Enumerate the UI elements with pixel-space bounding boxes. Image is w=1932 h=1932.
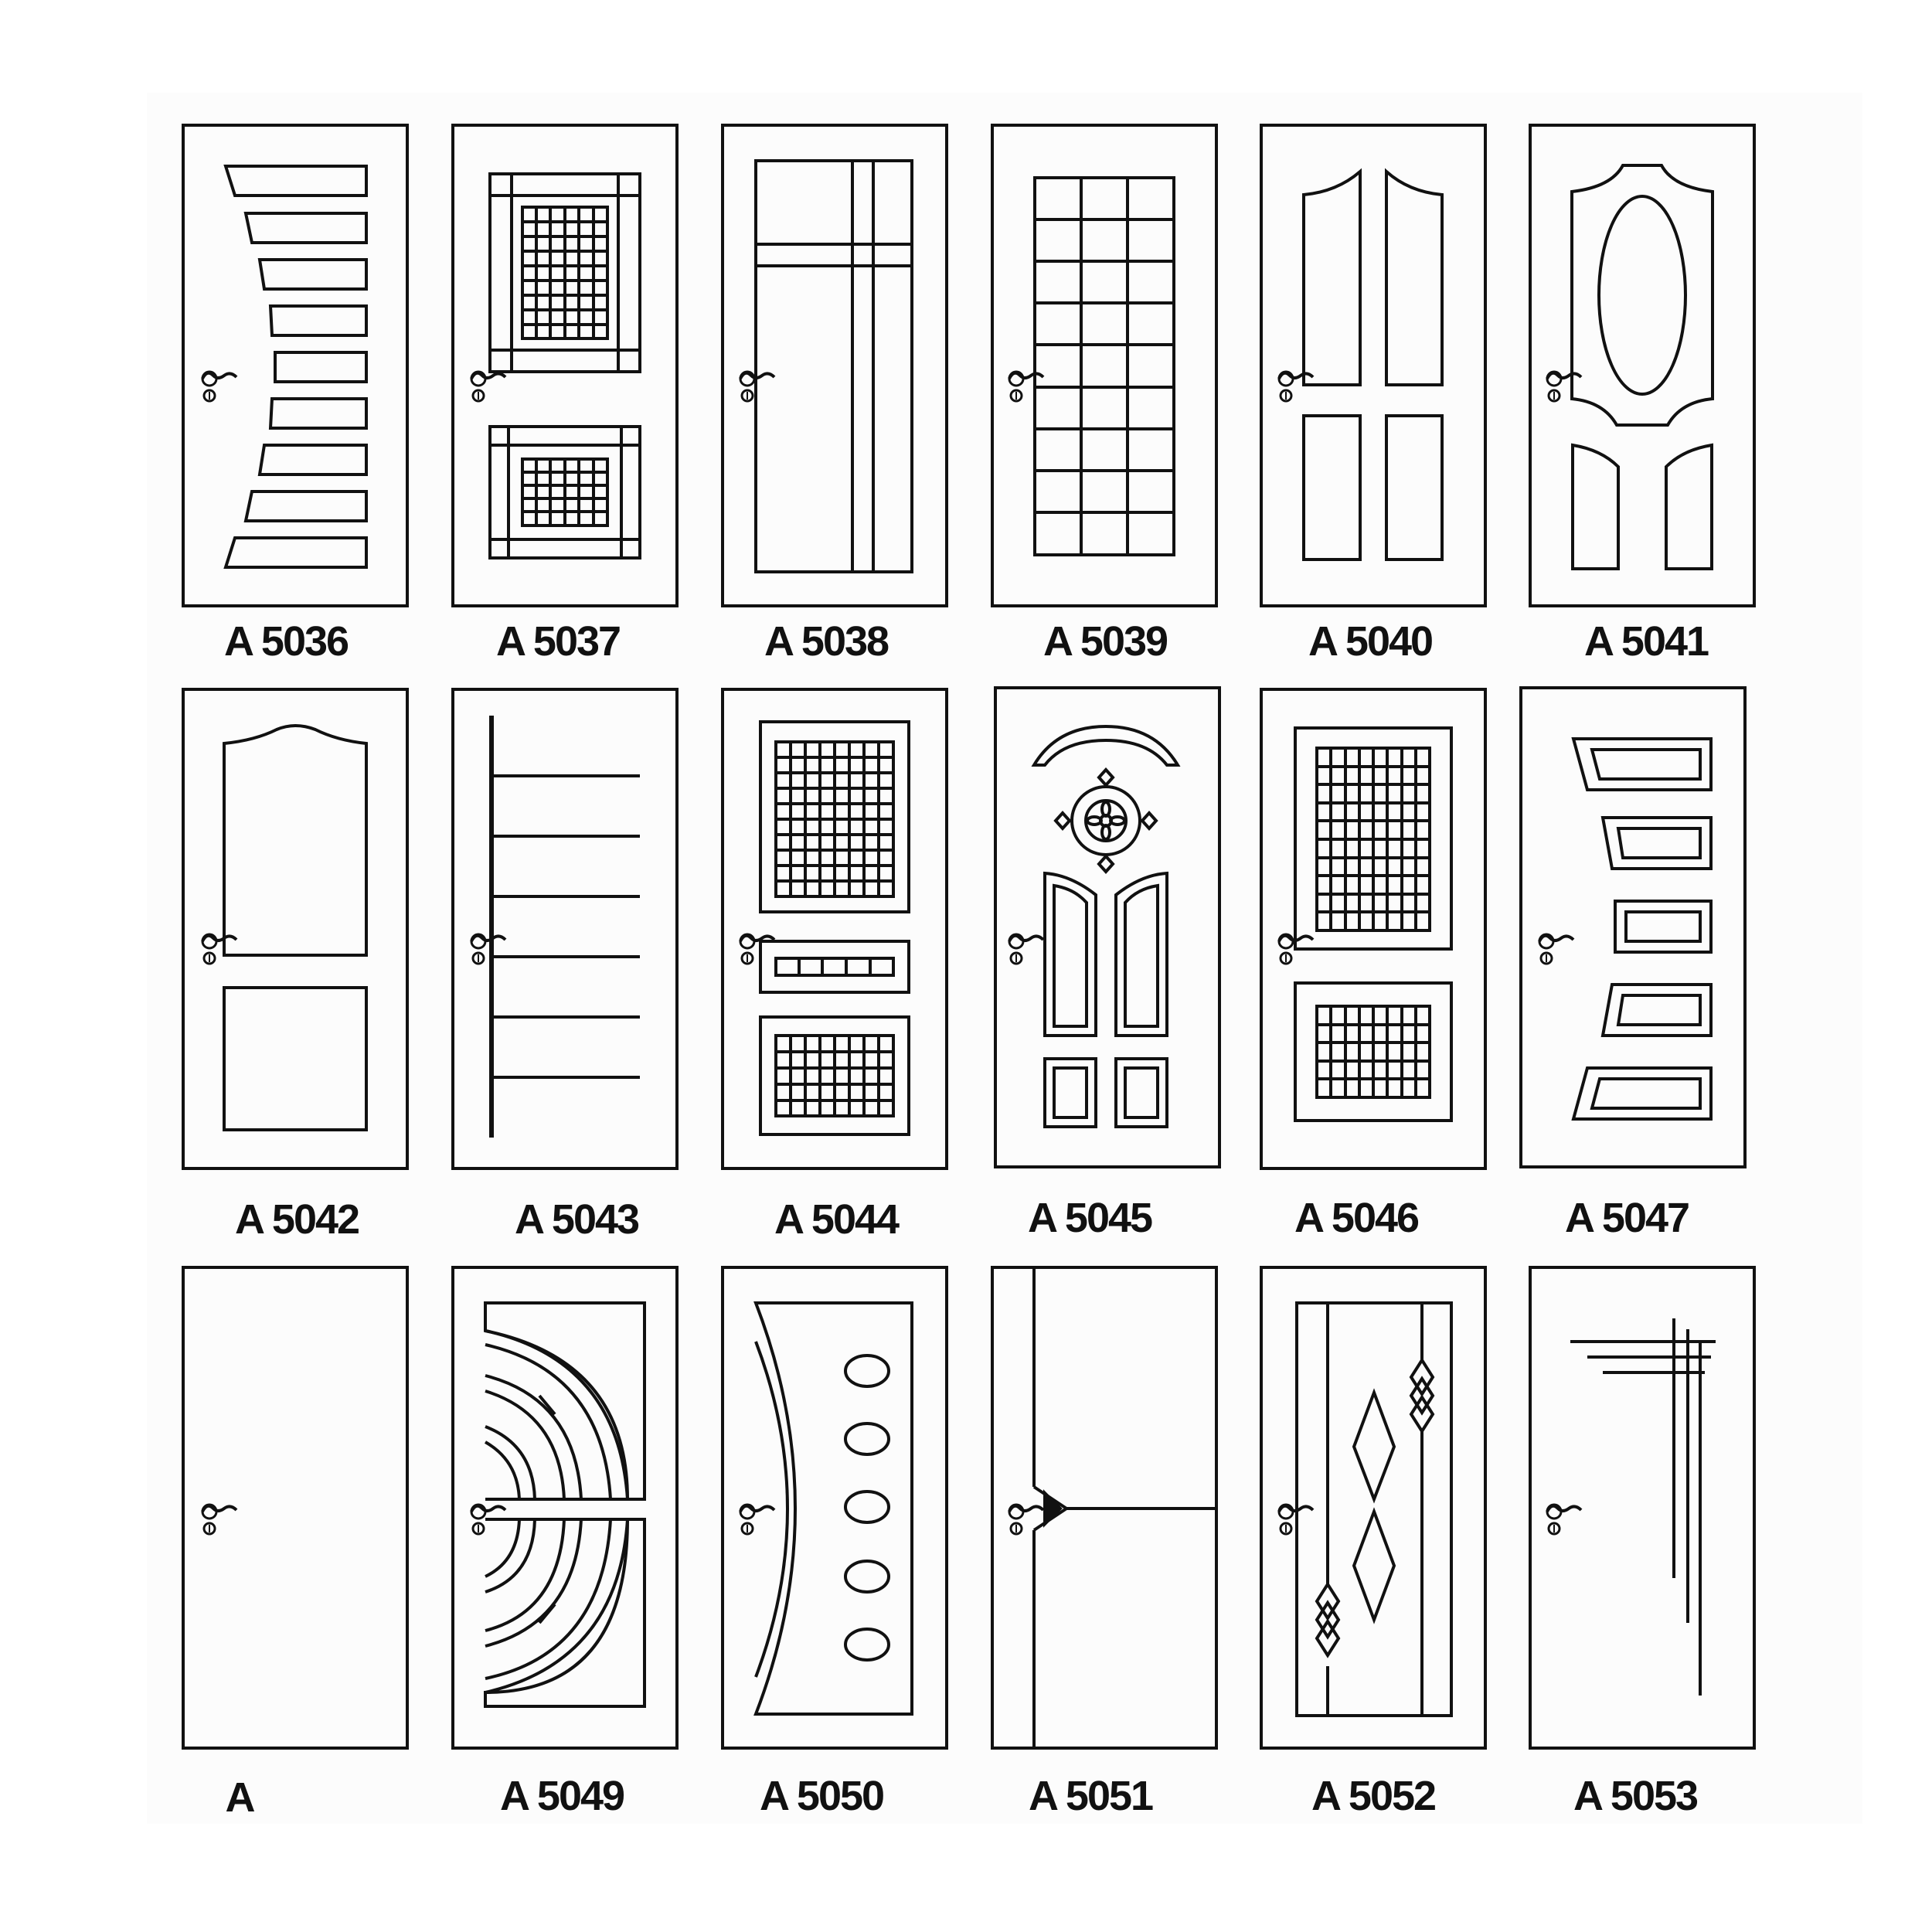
door-a5044[interactable] (721, 688, 948, 1170)
door-a5036[interactable] (182, 124, 409, 607)
door-code-a5040: A 5040 (1308, 618, 1432, 665)
door-a5049[interactable] (451, 1266, 679, 1750)
door-code-a5050: A 5050 (760, 1773, 883, 1819)
door-a5047[interactable] (1519, 686, 1747, 1168)
door-a5053[interactable] (1529, 1266, 1756, 1750)
door-code-a5049: A 5049 (500, 1773, 624, 1819)
door-a5050[interactable] (721, 1266, 948, 1750)
door-code-a5046: A 5046 (1294, 1195, 1419, 1241)
door-code-a5037: A 5037 (496, 618, 620, 665)
door-a5038[interactable] (721, 124, 948, 607)
door-a-plain[interactable] (182, 1266, 409, 1750)
door-code-a-plain: A (226, 1774, 255, 1821)
door-a5051[interactable] (991, 1266, 1218, 1750)
door-code-a5053: A 5053 (1573, 1773, 1698, 1819)
door-code-a5036: A 5036 (224, 618, 349, 665)
door-a5045[interactable] (994, 686, 1221, 1168)
door-a5041[interactable] (1529, 124, 1756, 607)
door-code-a5038: A 5038 (764, 618, 889, 665)
door-code-a5044: A 5044 (774, 1196, 900, 1243)
door-code-a5045: A 5045 (1028, 1195, 1152, 1241)
door-code-a5052: A 5052 (1311, 1773, 1435, 1819)
door-a5042[interactable] (182, 688, 409, 1170)
door-code-a5051: A 5051 (1029, 1773, 1153, 1819)
door-a5040[interactable] (1260, 124, 1487, 607)
door-a5043[interactable] (451, 688, 679, 1170)
door-a5046[interactable] (1260, 688, 1487, 1170)
sheet-background (147, 93, 1862, 1824)
door-a5039[interactable] (991, 124, 1218, 607)
door-code-a5042: A 5042 (235, 1196, 359, 1243)
door-code-a5043: A 5043 (515, 1196, 639, 1243)
door-code-a5041: A 5041 (1584, 618, 1709, 665)
door-a5037[interactable] (451, 124, 679, 607)
door-code-a5039: A 5039 (1043, 618, 1168, 665)
door-code-a5047: A 5047 (1565, 1195, 1689, 1241)
